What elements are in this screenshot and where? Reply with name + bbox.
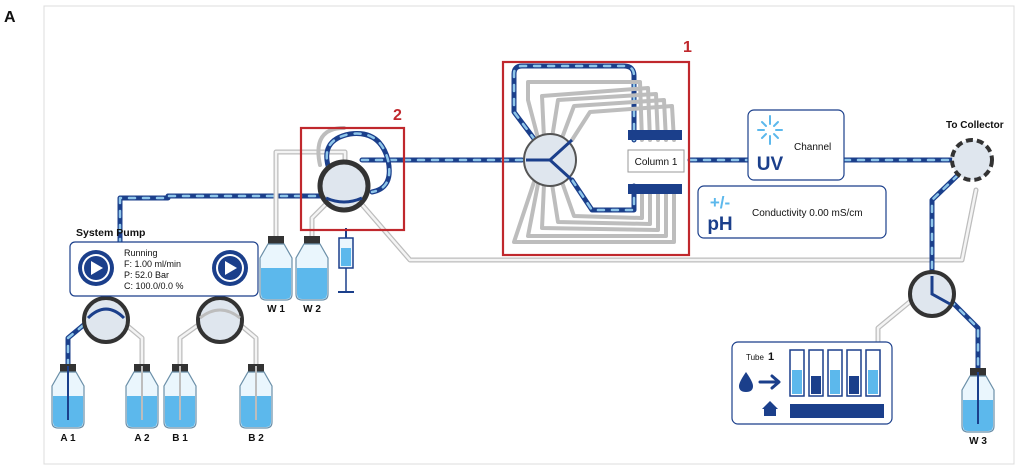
label-a1: A 1 <box>60 433 76 444</box>
arrow-right-icon <box>758 374 781 390</box>
system-pump-panel <box>69 241 259 297</box>
uv-detector-panel <box>747 109 845 181</box>
collector-rack <box>790 404 884 418</box>
ph-text: pH <box>707 214 732 235</box>
system-pump-title: System Pump <box>76 227 145 239</box>
injection-valve[interactable] <box>317 159 371 213</box>
column-label-box <box>627 149 685 173</box>
valves <box>82 133 994 344</box>
tube-number: 1 <box>768 351 774 363</box>
label-b2: B 2 <box>248 433 264 444</box>
uv-lamp-icon <box>757 115 783 145</box>
ph-sign: +/- <box>710 193 730 212</box>
pump-status: Running <box>124 248 158 258</box>
pump-a-play-icon[interactable] <box>78 250 114 286</box>
droplet-icon <box>739 372 753 392</box>
tube-prefix: Tube <box>746 353 764 362</box>
label-w3: W 3 <box>969 436 987 447</box>
label-b1: B 1 <box>172 433 188 444</box>
pump-composition: C: 100.0/0.0 % <box>124 281 184 291</box>
pump-b-play-icon[interactable] <box>212 250 248 286</box>
fraction-tubes <box>789 349 881 397</box>
label-w2: W 2 <box>303 304 321 315</box>
pump-pressure: P: 52.0 Bar <box>124 270 169 280</box>
syringe-icon <box>338 228 354 293</box>
column-label: Column 1 <box>635 157 678 168</box>
label-w1: W 1 <box>267 304 285 315</box>
uv-text: UV <box>757 154 784 175</box>
marker-box-2 <box>299 126 406 232</box>
collector-label: To Collector <box>946 120 1004 131</box>
panel-label: A <box>4 9 16 26</box>
marker-box-1 <box>501 60 691 257</box>
marker-1-label: 1 <box>683 39 692 56</box>
marker-2-label: 2 <box>393 107 402 124</box>
pump-a-valve[interactable] <box>82 296 130 344</box>
column-loops <box>511 63 682 244</box>
uv-channel-label: Channel <box>794 142 831 153</box>
home-icon <box>762 401 778 416</box>
pump-flow: F: 1.00 ml/min <box>124 259 181 269</box>
ph-conductivity-panel <box>697 185 887 239</box>
label-a2: A 2 <box>134 433 150 444</box>
collector-valve[interactable] <box>950 138 994 182</box>
conductivity-value: Conductivity 0.00 mS/cm <box>752 208 863 219</box>
pump-b-valve[interactable] <box>196 296 244 344</box>
